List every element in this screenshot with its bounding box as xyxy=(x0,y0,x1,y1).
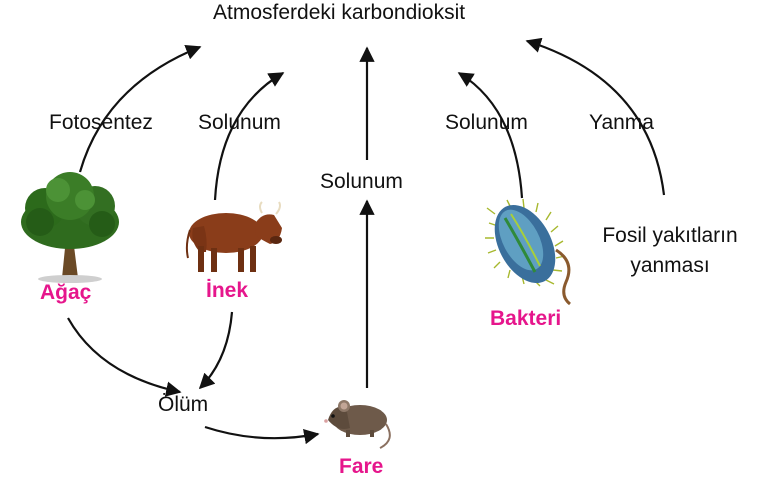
arrow-photosynthesis xyxy=(80,47,200,172)
arrow-cow-respiration xyxy=(215,73,283,200)
arrow-cow-death xyxy=(200,312,232,388)
arrow-bacteria-respiration xyxy=(459,73,522,198)
label-respiration-bacteria: Solunum xyxy=(445,112,528,133)
title-atmospheric-co2: Atmosferdeki karbondioksit xyxy=(213,2,465,23)
label-death: Ölüm xyxy=(158,394,208,415)
organism-label-tree: Ağaç xyxy=(40,282,91,303)
tree-icon xyxy=(21,172,119,283)
label-fossil-line1: Fosil yakıtların xyxy=(586,221,754,251)
label-combustion: Yanma xyxy=(589,112,654,133)
label-respiration-cow: Solunum xyxy=(198,112,281,133)
label-photosynthesis: Fotosentez xyxy=(49,112,153,133)
organism-label-cow: İnek xyxy=(206,280,248,301)
bacterium-icon xyxy=(482,195,570,304)
label-fossil-line2: yanması xyxy=(586,251,754,281)
label-respiration-mouse: Solunum xyxy=(320,171,403,192)
mouse-icon xyxy=(324,400,390,448)
organism-label-bacteria: Bakteri xyxy=(490,308,561,329)
arrow-tree-death xyxy=(68,318,180,392)
arrow-death-mouse xyxy=(205,427,318,438)
organism-label-mouse: Fare xyxy=(339,456,383,477)
cow-icon xyxy=(187,202,282,272)
label-fossil-fuel-burning: Fosil yakıtların yanması xyxy=(586,221,754,282)
